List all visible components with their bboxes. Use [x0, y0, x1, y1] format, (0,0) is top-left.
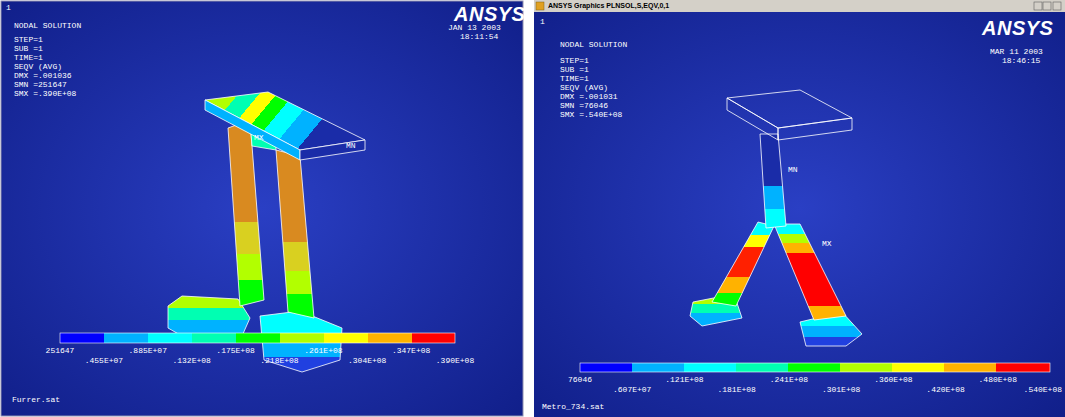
ansys-logo: ANSYS — [454, 4, 525, 24]
legend-value: .301E+08 — [822, 386, 860, 394]
min-marker: MN — [346, 142, 356, 150]
legend-value: .218E+08 — [260, 357, 298, 365]
plot-background — [1, 1, 523, 416]
contour-bar-right — [580, 363, 1050, 372]
legend-value: .241E+08 — [770, 376, 808, 384]
solution-info: SUB =1 — [14, 45, 43, 53]
max-marker: MX — [822, 240, 832, 248]
window-number: 1 — [540, 18, 545, 26]
file-name: Metro_734.sat — [542, 403, 604, 411]
window-title-bar — [534, 0, 1065, 12]
plot-time: 18:11:54 — [460, 33, 498, 41]
solution-info: SMX =.390E+08 — [14, 90, 76, 98]
min-marker: MN — [788, 166, 798, 174]
plot-background — [534, 0, 1065, 417]
solution-info: TIME=1 — [14, 54, 43, 62]
plot-heading: NODAL SOLUTION — [14, 22, 81, 30]
legend-value: 251647 — [46, 347, 75, 355]
window-buttons — [1034, 2, 1061, 10]
plot-time: 18:46:15 — [1002, 57, 1040, 65]
legend-value: .121E+08 — [665, 376, 703, 384]
solution-info: DMX =.001031 — [560, 93, 618, 101]
legend-value: .347E+08 — [392, 347, 430, 355]
legend-value: .390E+08 — [436, 357, 474, 365]
solution-info: SEQV (AVG) — [560, 84, 608, 92]
legend-value: .181E+08 — [717, 386, 755, 394]
legend-value: 76046 — [568, 376, 592, 384]
structure-left — [168, 92, 365, 372]
legend-value: .175E+08 — [216, 347, 254, 355]
solution-info: SMX =.540E+08 — [560, 111, 622, 119]
solution-info: STEP=1 — [560, 57, 589, 65]
legend-value: .420E+08 — [926, 386, 964, 394]
legend-value: .261E+08 — [304, 347, 342, 355]
solution-info: SEQV (AVG) — [14, 63, 62, 71]
window-title: ANSYS Graphics PLNSOL,S,EQV,0,1 — [548, 2, 669, 9]
legend-value: .540E+08 — [1024, 386, 1062, 394]
structure-right — [690, 90, 862, 346]
legend-value: .455E+07 — [85, 357, 123, 365]
solution-info: SUB =1 — [560, 66, 589, 74]
legend-value: .132E+08 — [172, 357, 210, 365]
solution-info: SMN =76046 — [560, 102, 608, 110]
plot-heading: NODAL SOLUTION — [560, 41, 627, 49]
ansys-logo: ANSYS — [982, 18, 1053, 38]
solution-info: SMN =251647 — [14, 81, 67, 89]
solution-info: DMX =.001036 — [14, 72, 72, 80]
legend-value: .607E+07 — [613, 386, 651, 394]
window-icon — [536, 2, 544, 10]
window-number: 1 — [6, 4, 11, 12]
legend-value: .480E+08 — [979, 376, 1017, 384]
legend-value: .304E+08 — [348, 357, 386, 365]
plot-date: JAN 13 2003 — [448, 24, 501, 32]
solution-info: TIME=1 — [560, 75, 589, 83]
solution-info: STEP=1 — [14, 36, 43, 44]
contour-bar-left — [60, 333, 455, 343]
max-marker: MX — [254, 134, 264, 142]
plot-date: MAR 11 2003 — [990, 48, 1043, 56]
legend-value: .885E+07 — [129, 347, 167, 355]
file-name: Furrer.sat — [12, 396, 60, 404]
legend-value: .360E+08 — [874, 376, 912, 384]
